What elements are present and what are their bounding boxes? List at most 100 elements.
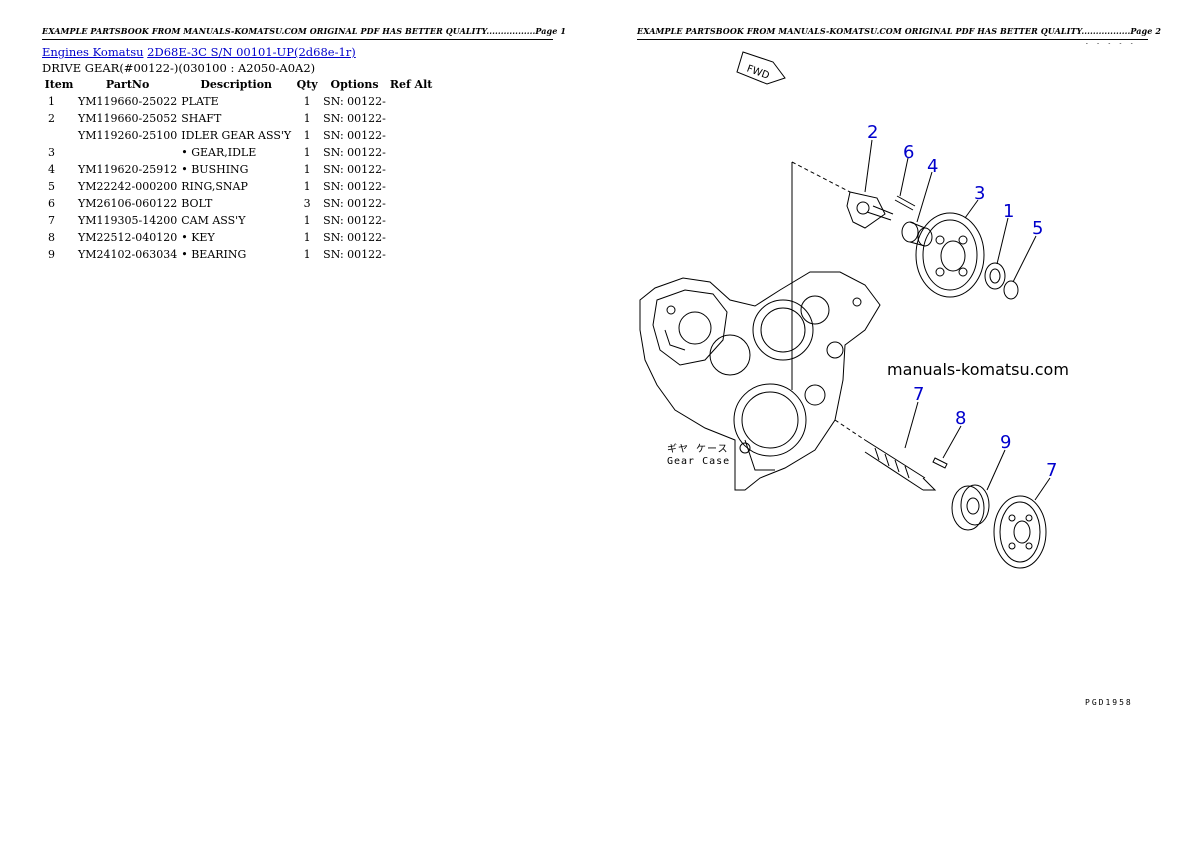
page-1: EXAMPLE PARTSBOOK FROM MANUALS-KOMATSU.C… — [42, 26, 566, 263]
cell-partno: YM119660-25052 — [78, 112, 178, 125]
callout-3: 3 — [974, 183, 985, 204]
cell-ref-alt — [388, 212, 435, 229]
table-row: 5 YM22242-000200 RING,SNAP 1 SN: 00122- — [42, 178, 434, 195]
breadcrumb: Engines Komatsu 2D68E-3C S/N 00101-UP(2d… — [42, 45, 356, 59]
cam-gear-part — [993, 495, 1047, 569]
cell-partno — [76, 144, 179, 161]
cell-partno: YM119305-14200 — [78, 214, 178, 227]
cell-partno: YM22512-040120 — [78, 231, 178, 244]
column-header-description: Description — [200, 78, 273, 91]
bolt-part — [894, 195, 916, 211]
cell-qty: 1 — [303, 163, 311, 176]
cell-description: • KEY — [181, 231, 215, 244]
cell-partno: YM22242-000200 — [78, 180, 178, 193]
cell-ref-alt — [388, 229, 435, 246]
cell-description: PLATE — [181, 95, 219, 108]
page-header: EXAMPLE PARTSBOOK FROM MANUALS-KOMATSU.C… — [637, 26, 1161, 40]
cell-ref-alt — [388, 144, 435, 161]
gear-case-label-jp: ギヤ ケース — [667, 443, 729, 455]
cell-ref-alt — [388, 127, 435, 144]
cell-options: SN: 00122- — [323, 146, 386, 159]
callout-1: 1 — [1003, 201, 1014, 222]
table-row: 7 YM119305-14200 CAM ASS'Y 1 SN: 00122- — [42, 212, 434, 229]
figure-top-code: - - - - - — [1085, 40, 1136, 47]
cell-qty: 1 — [303, 214, 311, 227]
column-header-ref-alt: Ref Alt — [389, 78, 433, 91]
watermark: manuals-komatsu.com — [887, 360, 1069, 379]
cell-partno: YM26106-060122 — [78, 197, 178, 210]
cell-qty: 3 — [303, 197, 311, 210]
cell-ref-alt — [388, 93, 435, 110]
cell-item: 8 — [48, 231, 55, 244]
cell-partno: YM119660-25022 — [78, 95, 178, 108]
fwd-arrow-icon: FWD — [736, 51, 786, 85]
cell-description: BOLT — [181, 197, 213, 210]
cam-shaft-part — [834, 419, 937, 491]
fwd-label: FWD — [745, 64, 771, 82]
gear-case-label-en: Gear Case — [667, 456, 730, 467]
callout-5: 5 — [1032, 218, 1043, 239]
cell-item: 6 — [48, 197, 55, 210]
callout-8: 8 — [955, 408, 966, 429]
callout-6: 6 — [903, 142, 914, 163]
cell-options: SN: 00122- — [323, 112, 386, 125]
cell-options: SN: 00122- — [323, 197, 386, 210]
cell-description: RING,SNAP — [181, 180, 248, 193]
cell-partno: YM119260-25100 — [78, 129, 178, 142]
callout-9: 9 — [1000, 432, 1011, 453]
cell-options: SN: 00122- — [323, 231, 386, 244]
cell-options: SN: 00122- — [323, 163, 386, 176]
plate-part — [846, 191, 894, 229]
bushing-part — [901, 221, 933, 247]
callout-7: 7 — [913, 384, 924, 405]
parts-table: Item PartNo Description Qty Options Ref … — [42, 76, 434, 263]
callout-7b: 7 — [1046, 460, 1057, 481]
cell-ref-alt — [388, 195, 435, 212]
cell-description: • GEAR,IDLE — [181, 146, 257, 159]
cell-qty: 1 — [303, 112, 311, 125]
cell-description: • BEARING — [181, 248, 247, 261]
callout-2: 2 — [867, 122, 878, 143]
table-header-row: Item PartNo Description Qty Options Ref … — [42, 76, 434, 93]
section-title: DRIVE GEAR(#00122-)(030100 : A2050-A0A2) — [42, 61, 316, 75]
table-row: 2 YM119660-25052 SHAFT 1 SN: 00122- — [42, 110, 434, 127]
cell-item: 4 — [48, 163, 55, 176]
table-row: 3 • GEAR,IDLE 1 SN: 00122- — [42, 144, 434, 161]
cell-partno: YM119620-25912 — [78, 163, 178, 176]
breadcrumb-link-model[interactable]: 2D68E-3C S/N 00101-UP(2d68e-1r) — [147, 45, 356, 59]
cell-description: • BUSHING — [181, 163, 249, 176]
cell-options: SN: 00122- — [323, 180, 386, 193]
cell-ref-alt — [388, 161, 435, 178]
cell-item: 1 — [48, 95, 55, 108]
column-header-qty: Qty — [296, 78, 318, 91]
ring-part — [984, 262, 1006, 290]
column-header-partno: PartNo — [105, 78, 150, 91]
exploded-parts-diagram: FWD — [639, 51, 1069, 569]
cell-item — [42, 127, 76, 144]
page-header: EXAMPLE PARTSBOOK FROM MANUALS-KOMATSU.C… — [42, 26, 566, 40]
cell-item: 5 — [48, 180, 55, 193]
table-row: 6 YM26106-060122 BOLT 3 SN: 00122- — [42, 195, 434, 212]
table-row: YM119260-25100 IDLER GEAR ASS'Y 1 SN: 00… — [42, 127, 434, 144]
cell-qty: 1 — [303, 231, 311, 244]
column-header-options: Options — [330, 78, 379, 91]
cell-item: 7 — [48, 214, 55, 227]
idle-gear-part — [915, 212, 985, 298]
cell-description: CAM ASS'Y — [181, 214, 246, 227]
table-row: 9 YM24102-063034 • BEARING 1 SN: 00122- — [42, 246, 434, 263]
cell-qty: 1 — [303, 248, 311, 261]
cell-item: 3 — [48, 146, 55, 159]
cell-options: SN: 00122- — [323, 248, 386, 261]
page-2: EXAMPLE PARTSBOOK FROM MANUALS-KOMATSU.C… — [595, 0, 1190, 842]
column-header-item: Item — [44, 78, 74, 91]
key-part — [932, 457, 948, 469]
table-row: 4 YM119620-25912 • BUSHING 1 SN: 00122- — [42, 161, 434, 178]
bearing-part — [951, 484, 990, 531]
breadcrumb-link-engines[interactable]: Engines Komatsu — [42, 45, 144, 59]
cell-item: 2 — [48, 112, 55, 125]
cell-qty: 1 — [303, 129, 311, 142]
cell-qty: 1 — [303, 180, 311, 193]
cell-options: SN: 00122- — [323, 129, 386, 142]
cell-qty: 1 — [303, 95, 311, 108]
cell-partno: YM24102-063034 — [78, 248, 178, 261]
